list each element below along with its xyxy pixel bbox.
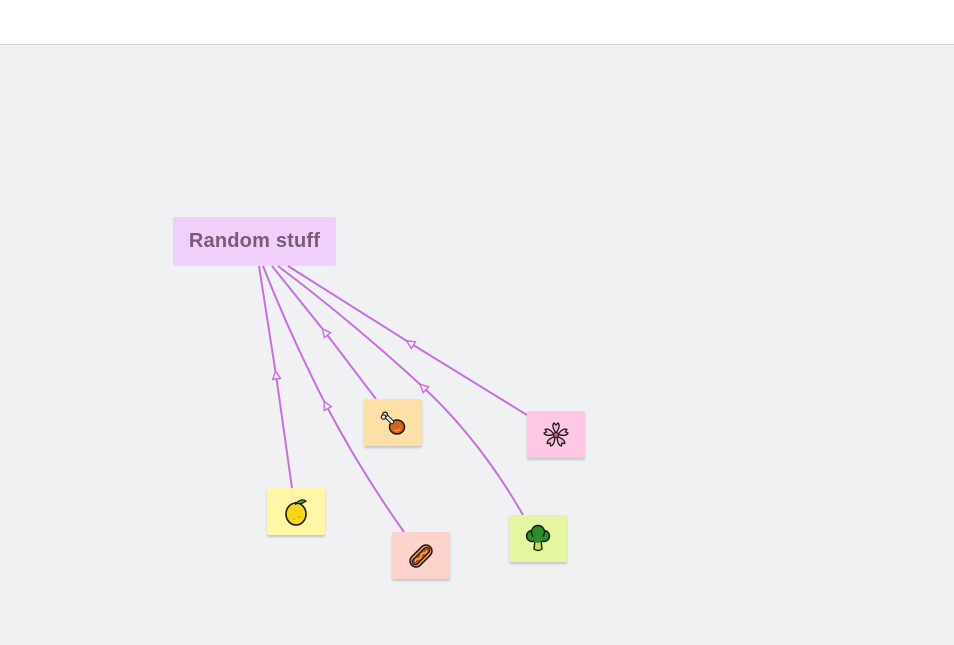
- connector-cherry-blossom: [287, 265, 528, 416]
- node-chicken-leg[interactable]: [364, 399, 422, 446]
- hotdog-icon: [409, 543, 433, 568]
- connector-lemon: [258, 265, 293, 489]
- cherry-blossom-icon: [543, 421, 569, 447]
- broccoli-icon: [525, 524, 551, 551]
- node-hotdog[interactable]: [392, 532, 450, 579]
- connector-hotdog: [262, 265, 405, 533]
- chicken-leg-icon: [380, 410, 406, 435]
- root-node-label: Random stuff: [188, 229, 321, 252]
- connector-chicken-leg: [271, 265, 377, 400]
- connector-broccoli: [277, 265, 524, 516]
- top-toolbar: [0, 0, 954, 45]
- root-node[interactable]: Random stuff: [173, 217, 336, 265]
- node-cherry-blossom[interactable]: [527, 411, 585, 458]
- node-lemon[interactable]: [267, 488, 325, 535]
- node-broccoli[interactable]: [509, 515, 567, 562]
- lemon-icon: [285, 498, 307, 526]
